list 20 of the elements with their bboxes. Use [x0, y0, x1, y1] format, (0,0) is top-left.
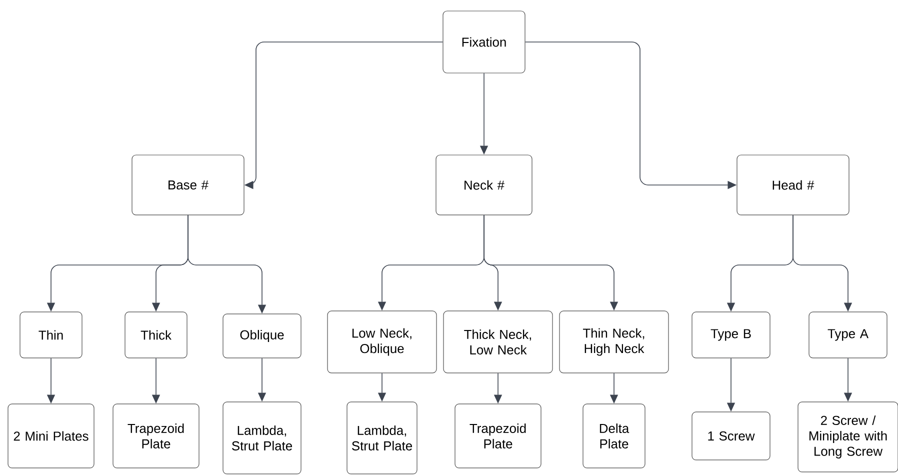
process-box: Base #	[132, 154, 244, 216]
process-box: Type A	[808, 312, 888, 358]
process-box: Type B	[692, 312, 770, 358]
process-box: Trapezoid Plate	[112, 404, 200, 468]
process-box: Fixation	[442, 10, 526, 74]
process-box: Neck #	[436, 154, 532, 216]
process-box: Thin	[20, 312, 82, 358]
process-box: Lambda, Strut Plate	[222, 402, 302, 474]
process-box: Thin Neck, High Neck	[559, 310, 669, 374]
process-box: Delta Plate	[582, 404, 646, 468]
process-box: 2 Screw / Miniplate with Long Screw	[798, 402, 898, 472]
process-box: Thick Neck, Low Neck	[443, 310, 553, 374]
process-box: Head #	[736, 154, 850, 216]
process-box: Thick	[124, 312, 188, 358]
process-box: Trapezoid Plate	[454, 404, 542, 468]
process-box: Lambda, Strut Plate	[346, 402, 418, 474]
process-box: 1 Screw	[692, 412, 770, 460]
process-box: Oblique	[222, 314, 302, 358]
process-box: Low Neck, Oblique	[327, 310, 437, 374]
process-box: 2 Mini Plates	[8, 404, 94, 468]
